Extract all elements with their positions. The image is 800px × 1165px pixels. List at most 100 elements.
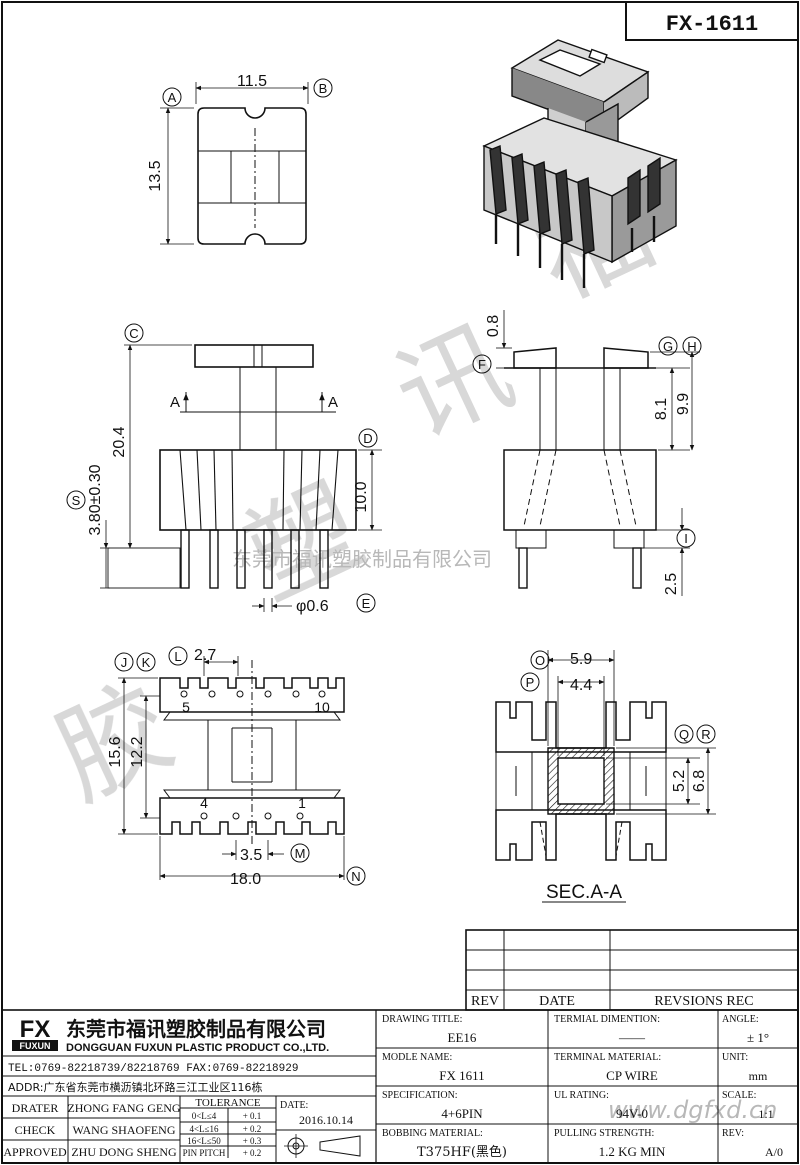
signature-role: APPROVED — [3, 1145, 67, 1159]
company-tel: TEL:0769-82218739/82218769 FAX:0769-8221… — [8, 1063, 298, 1075]
dim-p: 4.4 — [570, 677, 592, 694]
ul-rating-value: 94V-0 — [616, 1106, 648, 1121]
terminal-dim-value: —— — [618, 1030, 646, 1045]
angle-label: ANGLE: — [722, 1014, 759, 1025]
isometric-view — [482, 39, 678, 288]
rev-value: A/0 — [765, 1145, 783, 1159]
tolerance-range: 0<L≤4 — [192, 1111, 217, 1121]
bobbin-value: T375HF(黑色) — [417, 1144, 507, 1160]
pin-label-1: 1 — [298, 795, 306, 811]
signature-name: ZHU DONG SHENG — [71, 1145, 177, 1159]
revisions-col-header: REVSIONS REC — [654, 994, 753, 1009]
dim-height: 13.5 — [147, 160, 164, 191]
tolerance-value: + 0.2 — [243, 1148, 262, 1158]
section-view: 5.9 O 4.4 P 5.2 Q 6.8 R SEC.A-A — [495, 650, 716, 903]
signature-role: CHECK — [15, 1123, 56, 1137]
date-label: DATE: — [280, 1100, 308, 1111]
unit-value: mm — [749, 1069, 768, 1083]
pulling-strength-value: 1.2 KG MIN — [599, 1144, 666, 1159]
section-mark-right: A — [328, 394, 338, 411]
dim-width: 11.5 — [237, 73, 267, 90]
dim-n: 18.0 — [230, 871, 261, 888]
ref-m: M — [295, 846, 306, 861]
date-value: 2016.10.14 — [299, 1113, 353, 1127]
ref-j: J — [121, 655, 128, 670]
ref-d: D — [363, 431, 372, 446]
top-view: 11.5 13.5 A B — [147, 73, 333, 245]
dim-pin-diameter: φ0.6 — [296, 598, 329, 615]
bottom-view: 5 10 4 1 2.7 L 15.6 J 12.2 K 3.5 M — [107, 646, 366, 888]
title-block: FX FUXUN 东莞市福讯塑胶制品有限公司 DONGGUAN FUXUN PL… — [1, 1009, 799, 1164]
pulling-strength-label: PULLING STRENGTH: — [554, 1128, 654, 1139]
scale-label: SCALE: — [722, 1090, 756, 1101]
dim-h: 9.9 — [675, 393, 692, 415]
ref-i: I — [684, 531, 688, 546]
tolerance-range: 4<L≤16 — [189, 1124, 219, 1134]
company-name-cn: 东莞市福讯塑胶制品有限公司 — [66, 1017, 326, 1041]
ul-rating-label: UL RATING: — [554, 1090, 609, 1101]
ref-h: H — [687, 339, 696, 354]
ref-p: P — [526, 675, 535, 690]
ref-f: F — [478, 357, 486, 372]
ref-a: A — [168, 90, 177, 105]
ref-k: K — [142, 655, 151, 670]
ref-o: O — [535, 653, 545, 668]
tolerance-range: 16<L≤50 — [187, 1136, 221, 1146]
dim-r: 6.8 — [691, 770, 708, 792]
section-mark-left: A — [170, 394, 180, 411]
section-title: SEC.A-A — [546, 882, 622, 903]
unit-label: UNIT: — [722, 1052, 748, 1063]
signature-role: DRATER — [12, 1101, 59, 1115]
ref-q: Q — [679, 727, 689, 742]
front-view: A A 20.4 C 10.0 D 3.80±0.30 S φ0.6 E — [66, 323, 382, 615]
watermark-big-char: 讯 — [377, 301, 531, 463]
dim-body-height: 10.0 — [353, 481, 370, 512]
rev-label: REV: — [722, 1128, 744, 1139]
ref-g: G — [663, 339, 673, 354]
revision-table: REV DATE REVSIONS REC — [465, 929, 799, 1011]
projection-symbol-icon — [284, 1134, 361, 1158]
watermark-site: www.dgfxd.cn — [608, 1096, 777, 1124]
dim-standoff: 3.80±0.30 — [87, 464, 104, 535]
ref-s: S — [72, 493, 81, 508]
ref-e: E — [362, 596, 371, 611]
dim-m: 3.5 — [240, 847, 262, 864]
pin-label-10: 10 — [314, 699, 330, 715]
model-label: MODLE NAME: — [382, 1052, 452, 1063]
ref-l: L — [174, 649, 181, 664]
dim-g: 8.1 — [653, 398, 670, 420]
bobbin-label: BOBBING MATERIAL: — [382, 1128, 483, 1139]
model-value: FX 1611 — [439, 1068, 484, 1083]
watermark-company-line: 东莞市福讯塑胶制品有限公司 — [232, 547, 492, 571]
drawing-title-label: DRAWING TITLE: — [382, 1014, 462, 1025]
terminal-material-label: TERMINAL MATERIAL: — [554, 1052, 661, 1063]
dim-f: 0.8 — [485, 315, 502, 337]
signature-name: WANG SHAOFENG — [72, 1123, 175, 1137]
drawing-title-value: EE16 — [448, 1030, 477, 1045]
dim-q: 5.2 — [671, 770, 688, 792]
company-address: ADDR:广东省东莞市横沥镇北环路三江工业区116栋 — [8, 1080, 262, 1094]
ref-c: C — [129, 326, 138, 341]
dim-o: 5.9 — [570, 651, 592, 668]
rev-col-header: REV — [471, 994, 499, 1009]
dim-total-height: 20.4 — [111, 426, 128, 457]
spec-label: SPECIFICATION: — [382, 1090, 458, 1101]
tolerance-value: + 0.2 — [243, 1124, 262, 1134]
spec-value: 4+6PIN — [441, 1106, 483, 1121]
ref-n: N — [351, 869, 360, 884]
pin-label-5: 5 — [182, 699, 190, 715]
dim-k: 12.2 — [129, 736, 146, 767]
company-name-en: DONGGUAN FUXUN PLASTIC PRODUCT CO.,LTD. — [66, 1042, 329, 1054]
pin-label-4: 4 — [200, 795, 208, 811]
tolerance-range: PIN PITCH — [183, 1148, 226, 1158]
tolerance-title: TOLERANCE — [195, 1097, 260, 1109]
terminal-material-value: CP WIRE — [606, 1068, 658, 1083]
dim-j: 15.6 — [107, 736, 124, 767]
scale-value: 1:1 — [758, 1107, 773, 1121]
ref-r: R — [701, 727, 710, 742]
dim-l: 2.7 — [194, 647, 216, 664]
date-col-header: DATE — [539, 994, 575, 1009]
tolerance-value: + 0.1 — [243, 1111, 262, 1121]
dim-i: 2.5 — [663, 573, 680, 595]
